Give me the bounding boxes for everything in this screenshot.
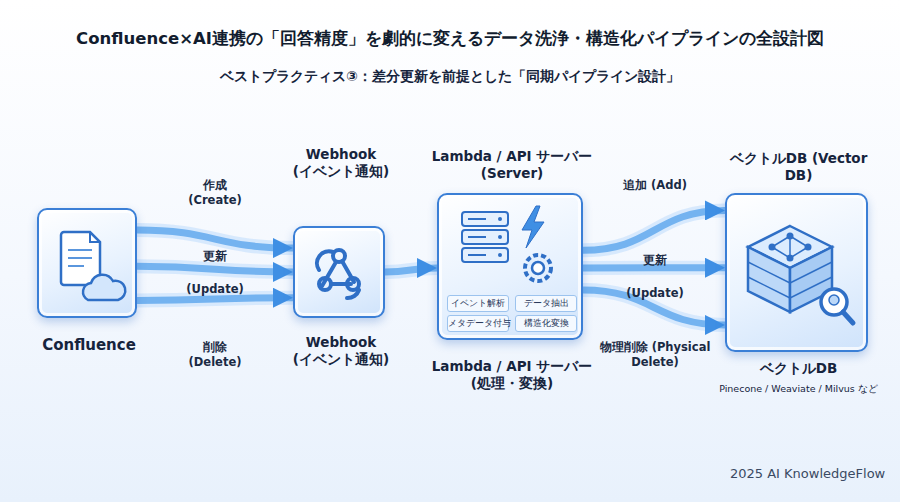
- edge-label: 更新 (Update): [180, 240, 250, 306]
- node-heading: Lambda / API サーバー (処理・変換): [417, 358, 607, 393]
- subtitle-text: ベストプラクティス③：差分更新を前提とした「同期パイプライン設計」: [0, 68, 900, 86]
- node-heading: ベクトルDB (Vector DB): [715, 150, 882, 185]
- flow-arrow: [137, 230, 293, 248]
- step-tag: 構造化変換: [515, 315, 577, 332]
- diagram-title: Confluence×AI連携の「回答精度」を劇的に変えるデータ洗浄・構造化パイ…: [0, 28, 900, 50]
- server-box: Lambda / API サーバー (Server)イベント解析データ抽出メタデ…: [437, 193, 583, 340]
- step-tag: メタデータ付与: [447, 315, 509, 332]
- connector-glow: [137, 266, 293, 272]
- step-tag: イベント解析: [447, 295, 509, 312]
- connector-glow: [137, 298, 293, 301]
- connector-glow: [137, 230, 293, 248]
- flow-arrow: [385, 268, 437, 272]
- edge-label: 追加 (Add): [615, 178, 695, 193]
- edge-label: 更新 (Update): [615, 244, 695, 310]
- connector-glow: [583, 210, 725, 250]
- node-heading: Confluence: [19, 336, 159, 355]
- flow-arrow: [137, 266, 293, 272]
- footer-watermark: 2025 AI KnowledgeFlow: [730, 466, 890, 481]
- source-box: Confluence: [37, 208, 137, 318]
- node-heading: Lambda / API サーバー (Server): [417, 148, 607, 183]
- flow-arrow: [137, 298, 293, 301]
- node-heading: Webhook (イベント通知): [271, 146, 411, 181]
- node-heading: Webhook (イベント通知): [271, 334, 411, 369]
- flow-arrow: [583, 210, 725, 250]
- edge-label: 削除 (Delete): [180, 340, 250, 370]
- connector-glow: [385, 268, 437, 272]
- step-tag: データ抽出: [515, 295, 577, 312]
- edge-label: 物理削除 (Physical Delete): [595, 340, 715, 370]
- webhook-box: Webhook (イベント通知)Webhook (イベント通知): [293, 226, 385, 318]
- vector-db-box: ベクトルDB (Vector DB)ベクトルDBPinecone / Weavi…: [725, 193, 868, 352]
- node-heading: Pinecone / Weaviate / Milvus など: [695, 383, 900, 395]
- edge-label: 作成 (Create): [180, 178, 250, 208]
- node-heading: ベクトルDB: [715, 360, 882, 377]
